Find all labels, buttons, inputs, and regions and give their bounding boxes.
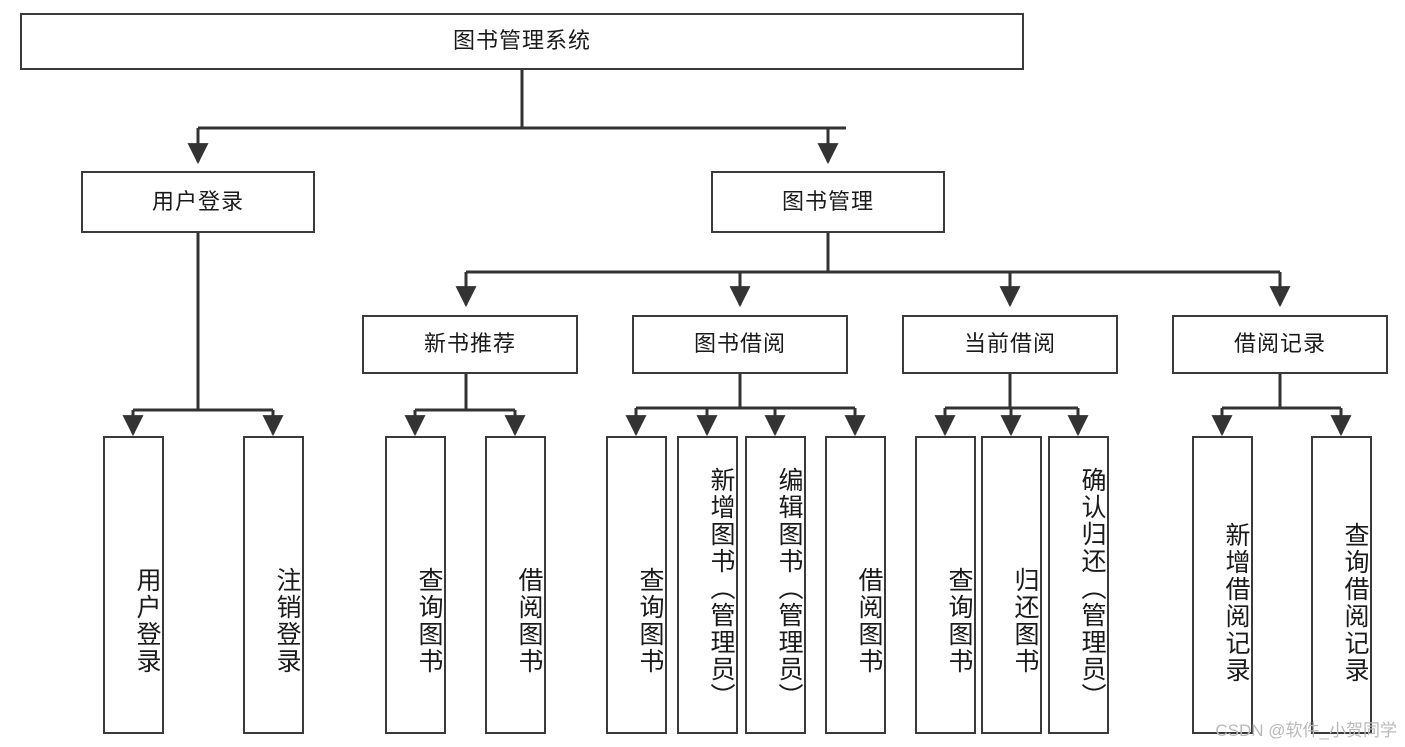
node-leaf-return-book-label: 归还图书 — [1011, 567, 1039, 675]
node-leaf-query-record-label: 查询借阅记录 — [1341, 522, 1369, 684]
node-leaf-query-record[interactable]: 查询借阅记录 — [1311, 436, 1372, 734]
watermark: CSDN @软件_小贺同学 — [1215, 721, 1397, 740]
node-leaf-borrow-book-1-label: 借阅图书 — [515, 567, 543, 675]
node-root[interactable]: 图书管理系统 — [20, 13, 1024, 70]
node-leaf-borrow-book-1[interactable]: 借阅图书 — [485, 436, 546, 734]
node-leaf-query-book-2-label: 查询图书 — [636, 567, 664, 675]
node-leaf-borrow-book-2-label: 借阅图书 — [855, 567, 883, 675]
node-new-book-rec[interactable]: 新书推荐 — [362, 315, 578, 374]
node-leaf-add-record[interactable]: 新增借阅记录 — [1192, 436, 1253, 734]
node-leaf-add-book[interactable]: 新增图书（管理员） — [677, 436, 738, 734]
node-leaf-return-book[interactable]: 归还图书 — [981, 436, 1042, 734]
node-leaf-add-record-label: 新增借阅记录 — [1222, 522, 1250, 684]
node-leaf-query-book-3-label: 查询图书 — [945, 567, 973, 675]
node-book-manage-label: 图书管理 — [781, 188, 874, 214]
node-book-borrow[interactable]: 图书借阅 — [632, 315, 848, 374]
node-leaf-logout-label: 注销登录 — [273, 567, 301, 675]
node-book-borrow-label: 图书借阅 — [693, 331, 786, 357]
node-borrow-record[interactable]: 借阅记录 — [1172, 315, 1388, 374]
node-root-label: 图书管理系统 — [452, 28, 591, 54]
node-leaf-query-book-1-label: 查询图书 — [415, 567, 443, 675]
node-leaf-query-book-2[interactable]: 查询图书 — [606, 436, 667, 734]
node-current-borrow[interactable]: 当前借阅 — [902, 315, 1118, 374]
node-user-login-label: 用户登录 — [151, 188, 244, 214]
node-leaf-borrow-book-2[interactable]: 借阅图书 — [825, 436, 886, 734]
node-leaf-confirm-return-label: 确认归还（管理员） — [1078, 466, 1106, 710]
node-book-manage[interactable]: 图书管理 — [711, 171, 945, 233]
node-borrow-record-label: 借阅记录 — [1233, 331, 1326, 357]
node-leaf-confirm-return[interactable]: 确认归还（管理员） — [1048, 436, 1109, 734]
node-leaf-user-login-label: 用户登录 — [133, 567, 161, 675]
node-leaf-user-login[interactable]: 用户登录 — [103, 436, 164, 734]
node-new-book-rec-label: 新书推荐 — [423, 331, 516, 357]
node-leaf-query-book-1[interactable]: 查询图书 — [385, 436, 446, 734]
node-leaf-edit-book-label: 编辑图书（管理员） — [775, 466, 803, 710]
node-leaf-add-book-label: 新增图书（管理员） — [707, 466, 735, 710]
node-leaf-edit-book[interactable]: 编辑图书（管理员） — [745, 436, 806, 734]
node-current-borrow-label: 当前借阅 — [963, 331, 1056, 357]
node-leaf-logout[interactable]: 注销登录 — [243, 436, 304, 734]
node-user-login[interactable]: 用户登录 — [81, 171, 315, 233]
node-leaf-query-book-3[interactable]: 查询图书 — [915, 436, 976, 734]
